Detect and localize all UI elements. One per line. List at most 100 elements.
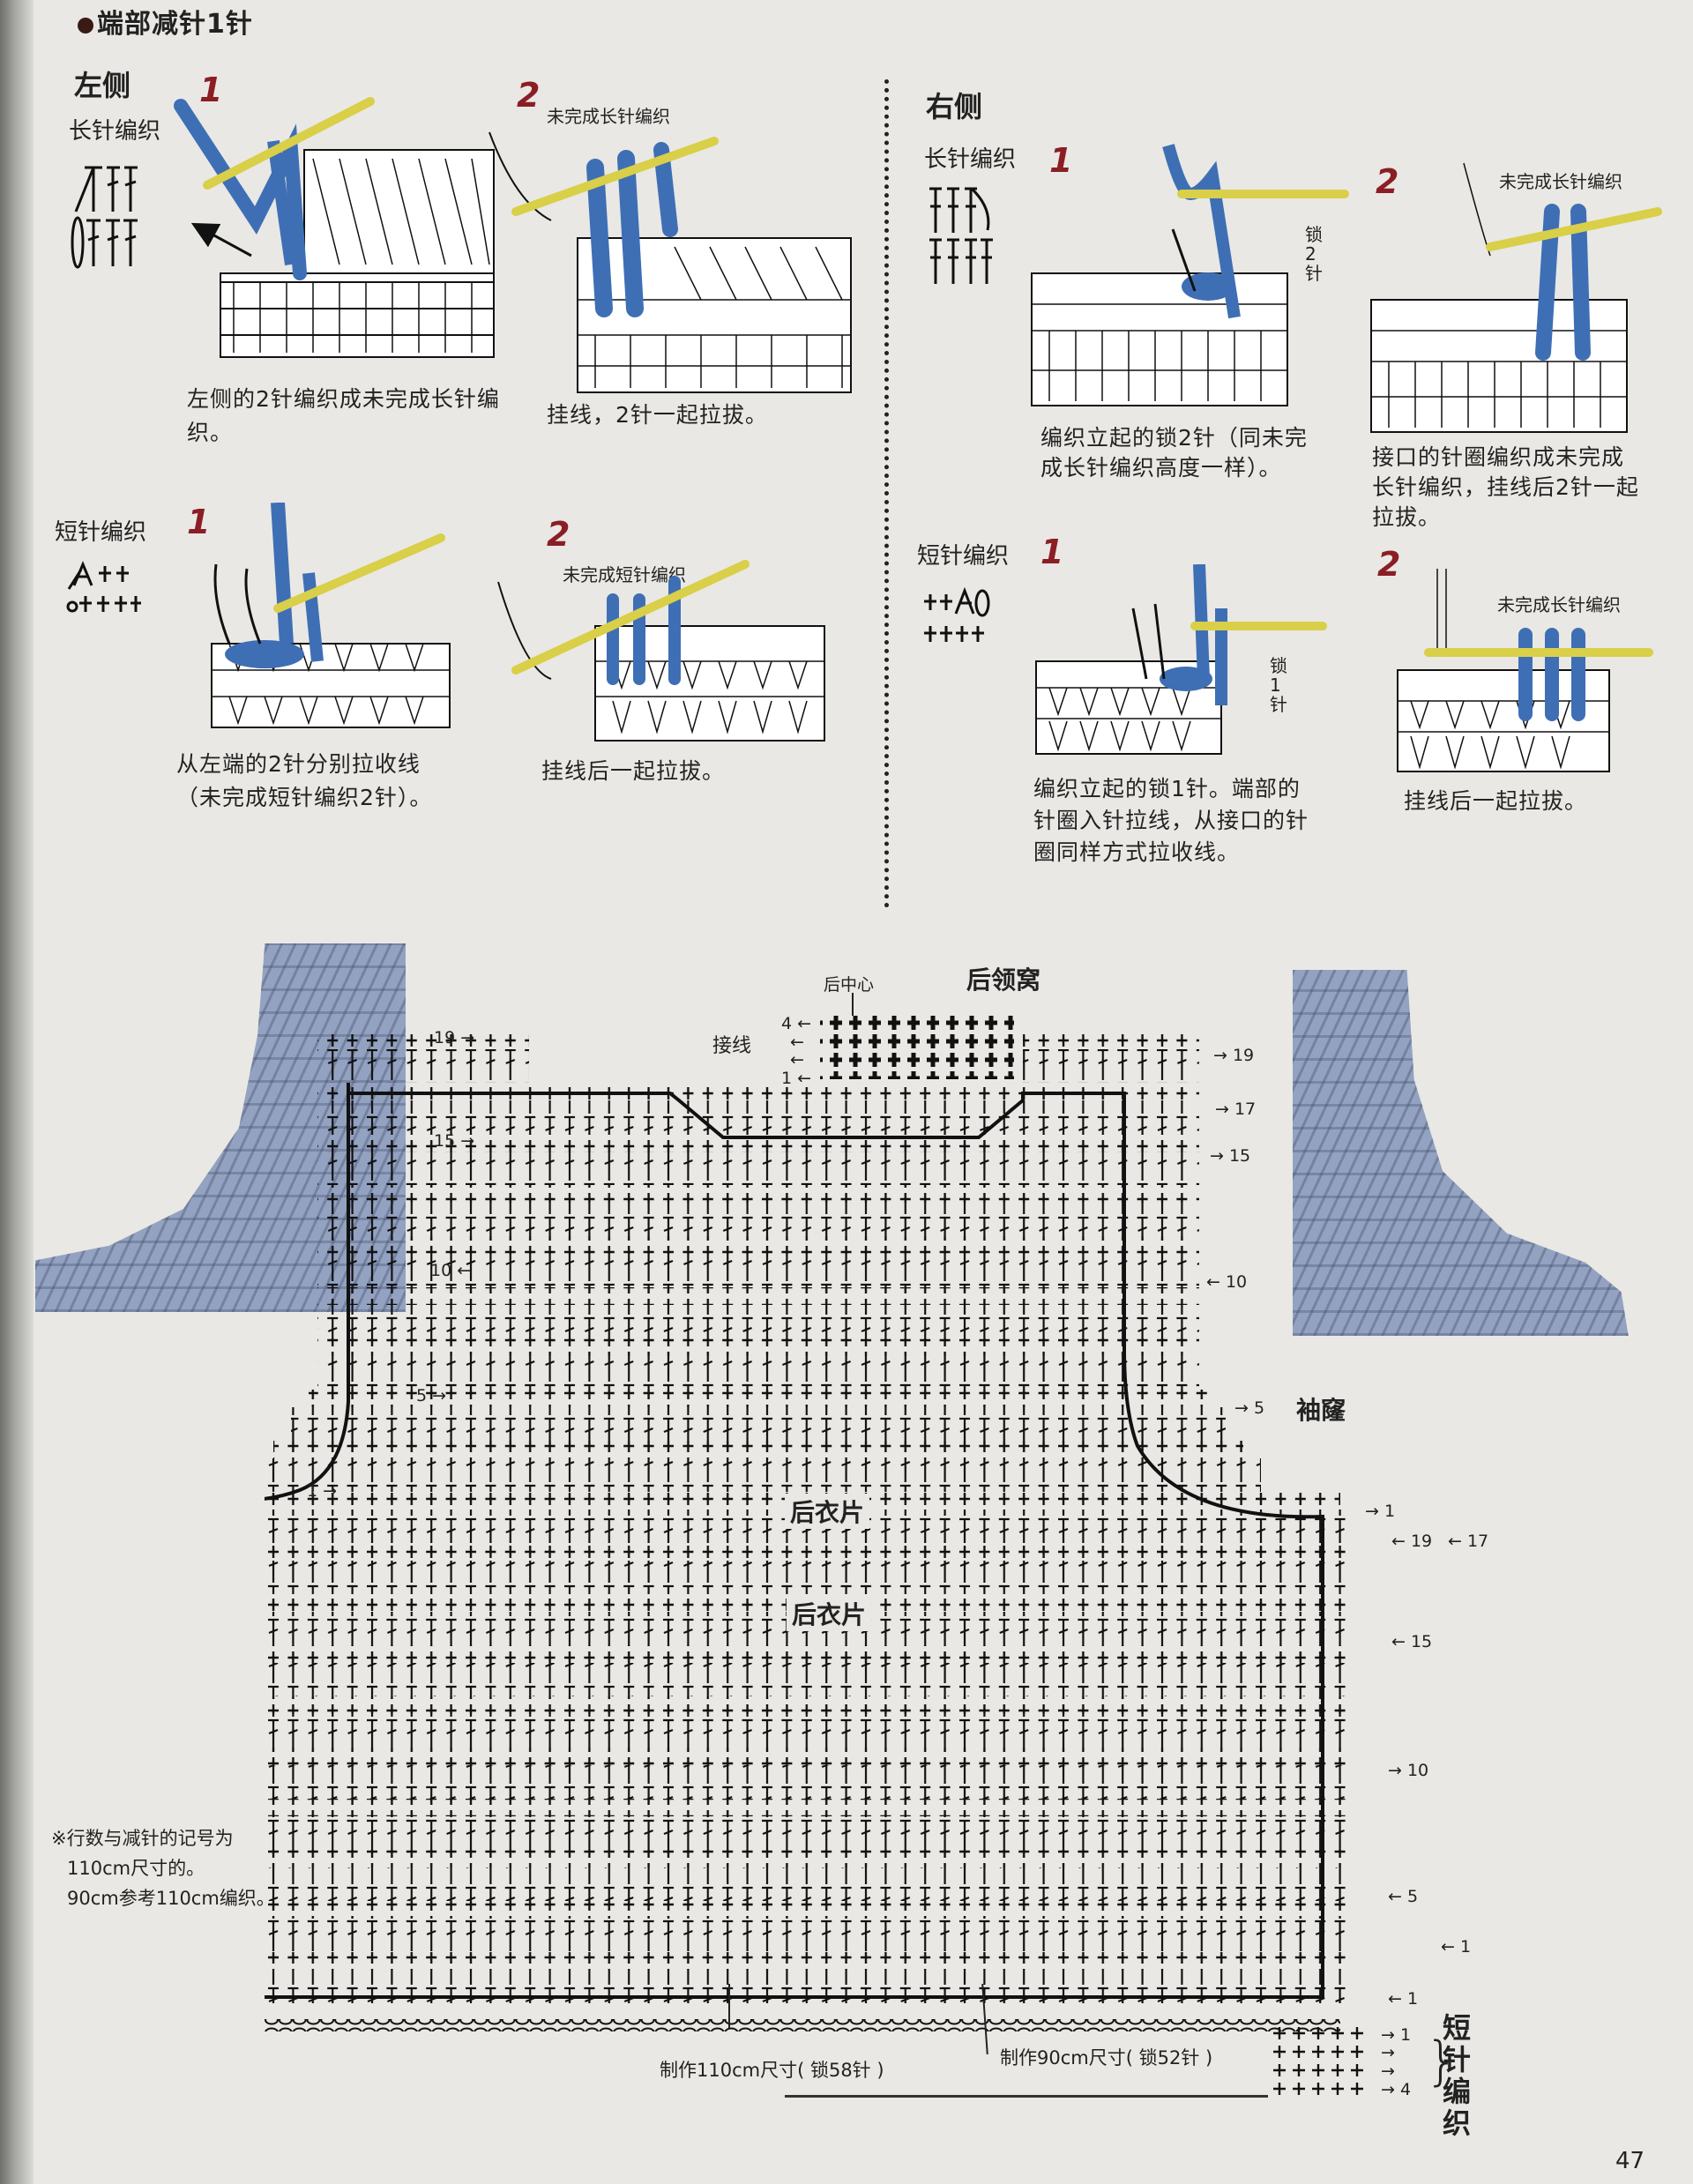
left-dc-step2-annotation: 未完成长针编织 (547, 106, 670, 127)
right-sc-step2-number: 2 (1377, 545, 1401, 584)
row-label-lower-1: → 1 (1365, 1502, 1396, 1521)
left-sc-step2-illustration (489, 529, 833, 753)
armhole-label: 袖窿 (1296, 1396, 1346, 1425)
row-label-right-19: → 19 (1213, 1046, 1255, 1065)
row-label-left-19: 19 → (434, 1028, 475, 1047)
row-label-right-10: ← 10 (1206, 1272, 1248, 1292)
right-dc-step1-side-note: 锁 2 针 (1305, 225, 1323, 283)
row-label-right-5: → 5 (1234, 1398, 1265, 1418)
size-note-line: 90cm参考110cm编织。 (67, 1888, 275, 1909)
right-sc-step1-caption-line3: 圈同样方式拉收线。 (1033, 839, 1241, 865)
side-note-char: 锁 (1305, 224, 1323, 245)
sc-decrease-symbol-icon (66, 561, 141, 613)
right-dc-label: 长针编织 (924, 146, 1017, 173)
side-note-char: 2 (1305, 243, 1316, 265)
left-dc-step2-number: 2 (517, 76, 541, 115)
page-number: 47 (1615, 2148, 1645, 2174)
neck-row-label-1: 1 ← (781, 1069, 812, 1088)
row-label-lower-5: ← 5 (1388, 1887, 1419, 1906)
size-note-line: 110cm尺寸的。 (67, 1858, 205, 1879)
sc-border-char: 针 (1443, 2043, 1472, 2076)
right-dc-step2-annotation: 未完成长针编织 (1499, 171, 1622, 192)
row-label-lower-15: ← 15 (1391, 1632, 1433, 1651)
left-sc-step1-caption-line1: 从左端的2针分别拉收线 (176, 751, 421, 777)
back-neckline-label: 后领窝 (966, 965, 1041, 995)
right-sc-step1-number: 1 (1040, 533, 1064, 571)
right-sc-step1-side-note: 锁 1 针 (1270, 656, 1287, 714)
right-side-label: 右侧 (926, 90, 983, 123)
dc-right-decrease-symbol-icon (929, 187, 993, 284)
size-90-label: 制作90cm尺寸( 锁52针 ) (1000, 2047, 1213, 2068)
neck-row-label-4: 4 ← (781, 1014, 812, 1033)
size-110-pointer-icon (728, 1984, 730, 2028)
row-label-right-15: → 15 (1210, 1146, 1251, 1166)
book-gutter-shadow (0, 0, 34, 2184)
right-dc-step2-illustration (1367, 159, 1667, 444)
section-title: 端部减针1针 (78, 2, 253, 41)
left-sc-step2-annotation: 未完成短针编织 (563, 564, 686, 585)
left-dc-step2-caption: 挂线，2针一起拉拔。 (547, 402, 768, 428)
left-side-label: 左侧 (74, 69, 131, 102)
sc-border-label: 短 针 编 织 (1443, 2012, 1471, 2139)
right-sc-step2-illustration (1393, 564, 1658, 779)
neck-row-label-2: ← (790, 1050, 804, 1070)
row-label-lower-17: ← 17 (1448, 1532, 1489, 1551)
side-note-char: 1 (1270, 675, 1281, 696)
row-label-left-1: 1 → (307, 1481, 338, 1501)
side-note-char: 针 (1305, 263, 1323, 284)
join-yarn-label: 接线 (712, 1035, 752, 1057)
right-dc-step1-number: 1 (1049, 141, 1073, 180)
section-title-text: 端部减针1针 (97, 9, 253, 40)
row-label-left-10: 10 ← (430, 1261, 472, 1280)
right-sc-step1-caption-line2: 针圈入针拉线，从接口的针 (1033, 808, 1309, 833)
left-dc-label: 长针编织 (69, 118, 161, 145)
row-label-lower-19: ← 19 (1391, 1532, 1433, 1551)
right-dc-step1-caption-line2: 成长针编织高度一样）。 (1040, 455, 1282, 481)
right-sc-step2-annotation: 未完成长针编织 (1497, 594, 1621, 615)
right-sc-label: 短针编织 (917, 543, 1010, 570)
left-dc-symbol (67, 159, 146, 277)
left-sc-step1-number: 1 (187, 503, 211, 541)
right-sc-step1-illustration (1032, 563, 1331, 762)
left-dc-step1-illustration (168, 97, 503, 383)
sc-row-label-4: → 4 (1381, 2080, 1412, 2099)
back-center-arrow-icon (852, 993, 854, 1016)
sc-border-char: 织 (1443, 2106, 1472, 2140)
sc-row-label-2: → (1381, 2043, 1395, 2062)
crochet-chart-diagram (185, 1005, 1349, 2031)
left-sc-step1-caption-line2: （未完成短针编织2针）。 (176, 785, 433, 810)
left-sc-step2-caption: 挂线后一起拉拔。 (541, 758, 726, 784)
left-sc-label: 短针编织 (55, 519, 147, 546)
right-dc-step2-caption-line2: 长针编织，挂线后2针一起 (1372, 474, 1639, 500)
back-center-label: 后中心 (824, 975, 875, 995)
right-sc-step1-caption-line1: 编织立起的锁1针。端部的 (1033, 776, 1301, 801)
sc-right-decrease-symbol-icon (924, 586, 990, 642)
left-sc-step1-illustration (176, 502, 467, 735)
row-label-lower-1b: ← 1 (1441, 1937, 1472, 1957)
row-label-lower-10: → 10 (1388, 1761, 1429, 1780)
side-note-char: 针 (1270, 694, 1287, 715)
right-sc-symbol (921, 586, 1000, 652)
crochet-chart (185, 1005, 1411, 2076)
right-dc-symbol (926, 182, 996, 291)
sc-border-char: 短 (1443, 2011, 1472, 2045)
sc-row-label-1: → 1 (1381, 2025, 1412, 2045)
right-sc-step2-caption: 挂线后一起拉拔。 (1404, 788, 1588, 814)
left-dc-step1-number: 1 (199, 71, 223, 109)
row-label-right-17: → 17 (1215, 1099, 1257, 1119)
size-note: ※行数与减针的记号为 110cm尺寸的。 90cm参考110cm编织。 (51, 1823, 275, 1913)
row-label-left-15: 15 → (434, 1131, 475, 1151)
right-dc-step1-caption-line1: 编织立起的锁2针（同未完 (1040, 425, 1308, 451)
back-piece-label-1: 后衣片 (785, 1494, 870, 1529)
sc-border-stitches (1270, 2024, 1376, 2107)
dc-decrease-symbol-icon (71, 166, 138, 269)
right-dc-step1-illustration (1027, 141, 1362, 418)
sc-row-label-3: → (1381, 2061, 1395, 2081)
left-dc-step2-illustration (481, 123, 860, 400)
size-note-line: ※行数与减针的记号为 (51, 1828, 234, 1849)
size-90-range-line (785, 2095, 1268, 2098)
left-dc-step1-caption: 左侧的2针编织成未完成长针编织。 (187, 386, 500, 445)
left-sc-step2-number: 2 (547, 515, 571, 554)
back-piece-label-2: 后衣片 (787, 1596, 872, 1631)
row-label-left-5: 5 → (416, 1386, 447, 1405)
